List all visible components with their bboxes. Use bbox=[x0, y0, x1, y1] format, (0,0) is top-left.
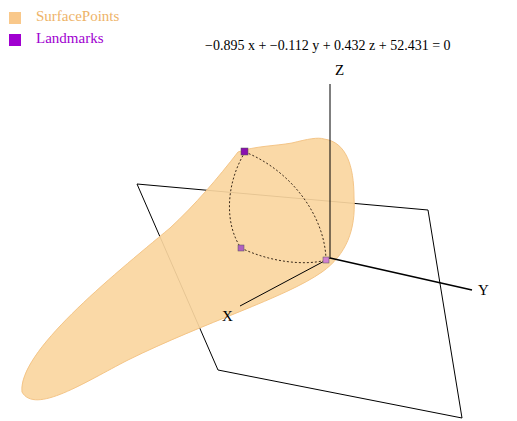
legend-text: SurfacePoints bbox=[36, 8, 119, 25]
landmark-points bbox=[238, 148, 329, 263]
plane-equation: −0.895 x + −0.112 y + 0.432 z + 52.431 =… bbox=[205, 38, 451, 53]
axis-label: Y bbox=[478, 282, 489, 299]
y-axis bbox=[330, 258, 472, 290]
landmark-curves bbox=[229, 152, 326, 263]
legend-text: Landmarks bbox=[36, 30, 103, 47]
x-axis bbox=[240, 258, 330, 306]
axis-label: Z bbox=[335, 62, 344, 79]
z-axis bbox=[330, 84, 331, 258]
legend-swatch bbox=[9, 34, 21, 46]
axis-label: X bbox=[222, 308, 233, 325]
legend-swatch bbox=[9, 12, 21, 24]
surface-points bbox=[22, 138, 354, 400]
